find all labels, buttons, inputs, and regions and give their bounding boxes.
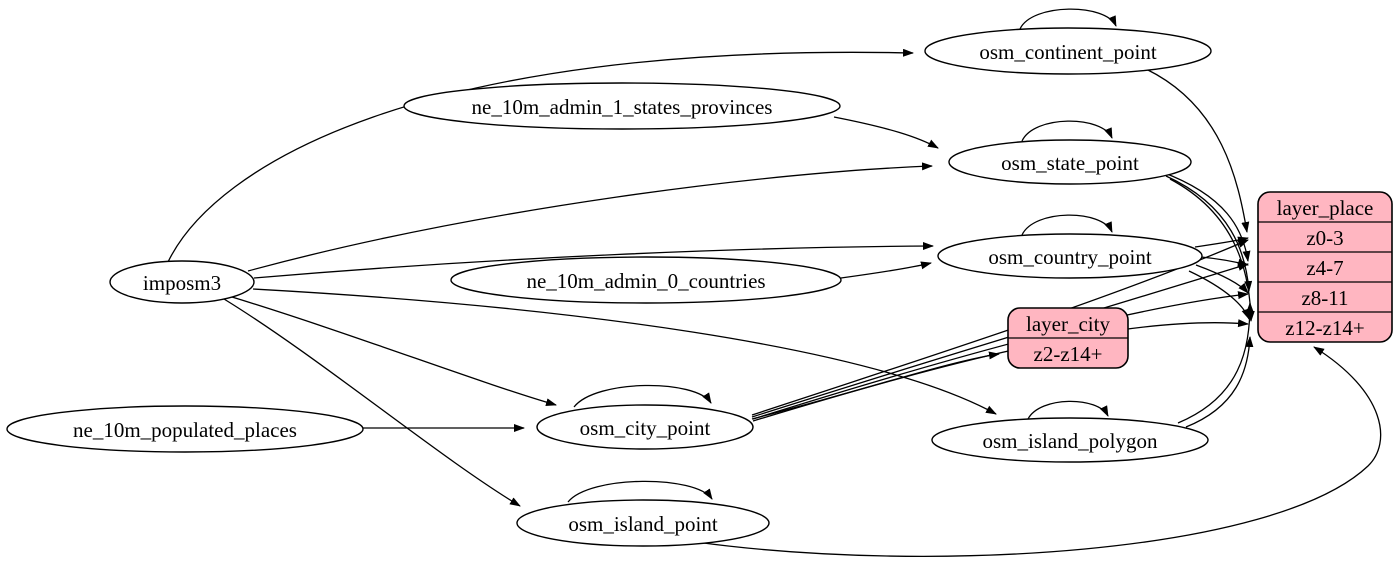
osm-state-point-label: osm_state_point [1001,151,1139,175]
layer-place-box [1257,191,1393,343]
self-loop-osm-continent-point [1019,8,1117,30]
edge-imposm3-osm-state-point [247,162,933,272]
imposm3-ellipse [109,260,255,304]
osm-city-point-ellipse [536,404,754,450]
layer-place-row-z0-3: z0-3 [1306,226,1343,250]
self-loop-osm-state-point [1021,120,1113,142]
edge-island-polygon-layer-place-z12-z14 [1185,336,1254,428]
node-imposm3: imposm3 [109,260,255,304]
ne-states-label: ne_10m_admin_1_states_provinces [472,95,773,119]
ne-countries-ellipse [450,256,842,304]
layer-place-title: layer_place [1277,196,1374,220]
layer-place-row-z8-11: z8-11 [1301,286,1348,310]
edge-ne-states-osm-state-point [833,116,939,149]
node-osm-continent-point: osm_continent_point [924,27,1212,75]
osm-island-polygon-label: osm_island_polygon [982,429,1158,453]
layer-place-row-z4-7: z4-7 [1306,256,1343,280]
ne-states-ellipse [403,82,841,130]
edge-state-layer-place-z8-11 [1165,175,1253,292]
edge-continent-layer-place-z0-3 [1145,68,1250,233]
edge-island-polygon-layer-place-z8-11 [1177,302,1254,424]
self-loop-osm-country-point [1021,214,1113,236]
ne-places-label: ne_10m_populated_places [73,418,297,442]
edge-imposm3-osm-city-point [231,296,557,407]
ne-places-ellipse [6,405,364,453]
imposm3-label: imposm3 [143,271,221,295]
edge-state-layer-place-z4-7 [1161,171,1251,262]
node-ne-10m-admin-1-states-provinces: ne_10m_admin_1_states_provinces [403,82,841,130]
osm-island-polygon-ellipse [931,417,1209,463]
self-loop-osm-island-polygon [1027,400,1109,420]
node-ne-10m-populated-places: ne_10m_populated_places [6,405,364,453]
node-osm-island-point: osm_island_point [516,499,770,547]
edge-country-layer-place-z12-z14 [1188,270,1250,320]
osm-country-point-ellipse [937,233,1203,279]
edge-imposm3-osm-continent-point [167,48,914,263]
ne-countries-label: ne_10m_admin_0_countries [526,269,765,293]
node-osm-city-point: osm_city_point [536,404,754,450]
edge-island-point-layer-place-z12-z14 [695,346,1382,557]
osm-country-point-label: osm_country_point [988,245,1151,269]
node-osm-state-point: osm_state_point [948,139,1192,185]
osm-island-point-ellipse [516,499,770,547]
record-node-layer-place: layer_place z0-3 z4-7 z8-11 z12-z14+ [1257,191,1393,343]
edge-imposm3-osm-island-polygon [252,288,997,415]
self-loop-osm-city-point [573,384,712,408]
edge-imposm3-osm-country-point [253,242,934,279]
node-osm-island-polygon: osm_island_polygon [931,417,1209,463]
edge-country-layer-place-z0-3 [1194,236,1249,248]
osm-city-point-label: osm_city_point [580,416,711,440]
layer-place-row-z12-z14: z12-z14+ [1285,316,1364,340]
layer-city-row-z2-z14: z2-z14+ [1034,342,1103,366]
layer-city-title: layer_city [1026,312,1110,336]
edge-city-layer-place-z8-11 [752,291,1249,420]
osm-continent-point-ellipse [924,27,1212,75]
node-ne-10m-admin-0-countries: ne_10m_admin_0_countries [450,256,842,304]
edge-imposm3-osm-island-point [223,298,521,507]
edge-ne-countries-osm-country-point [840,261,932,279]
osm-continent-point-label: osm_continent_point [979,40,1156,64]
edge-country-layer-place-z8-11 [1195,264,1249,294]
self-loop-osm-island-point [567,480,713,503]
edge-city-layer-city-z2-z14 [751,351,1000,420]
osm-island-point-label: osm_island_point [568,512,718,536]
node-osm-country-point: osm_country_point [937,233,1203,279]
osm-state-point-ellipse [948,139,1192,185]
record-node-layer-city: layer_city z2-z14+ [1007,307,1129,369]
edge-city-layer-place-z12-z14 [752,319,1249,422]
